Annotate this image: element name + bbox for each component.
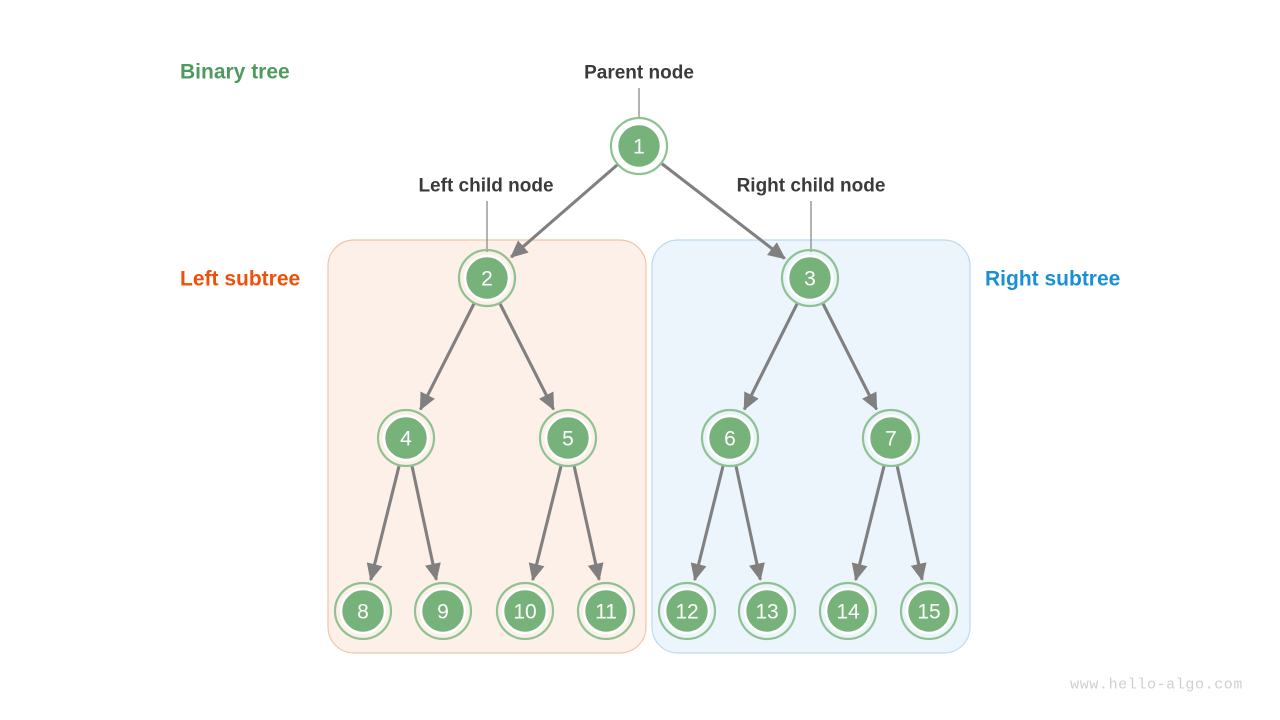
tree-node-10[interactable]: 10 — [495, 581, 555, 641]
tree-node-2[interactable]: 2 — [457, 248, 517, 308]
node-ring — [737, 581, 797, 641]
node-circle — [463, 254, 511, 302]
tree-node-8[interactable]: 8 — [333, 581, 393, 641]
node-value-label: 6 — [724, 428, 736, 451]
tree-edge-n4-n9 — [410, 466, 441, 581]
right-subtree-panel-label: Right subtree — [985, 268, 1120, 291]
node-circle — [339, 587, 387, 635]
tree-edge-n3-n6 — [742, 303, 799, 411]
node-value-label: 7 — [885, 428, 897, 451]
tree-node-4[interactable]: 4 — [376, 408, 436, 468]
node-ring — [609, 116, 669, 176]
node-ring — [861, 408, 921, 468]
node-ring — [376, 408, 436, 468]
node-circle — [867, 414, 915, 462]
node-value-label: 2 — [481, 268, 493, 291]
node-value-label: 8 — [357, 601, 369, 624]
node-circle — [501, 587, 549, 635]
tree-node-11[interactable]: 11 — [576, 581, 636, 641]
node-value-label: 12 — [675, 601, 698, 624]
node-value-label: 14 — [836, 601, 860, 624]
node-value-label: 5 — [562, 428, 574, 451]
tree-edge-n5-n11 — [572, 465, 604, 581]
tree-edge-n7-n14 — [851, 465, 886, 582]
tree-edge-n4-n8 — [366, 465, 401, 582]
left-child-node-annotation-text: Left child node — [418, 176, 553, 197]
node-value-label: 1 — [633, 136, 645, 159]
node-ring — [899, 581, 959, 641]
node-value-label: 9 — [437, 601, 449, 624]
node-ring — [538, 408, 598, 468]
node-circle — [615, 122, 663, 170]
node-value-label: 4 — [400, 428, 412, 451]
node-ring — [657, 581, 717, 641]
node-ring — [413, 581, 473, 641]
node-value-label: 11 — [595, 601, 617, 624]
tree-node-3[interactable]: 3 — [780, 248, 840, 308]
node-ring — [576, 581, 636, 641]
tree-edge-n6-n13 — [734, 466, 765, 581]
tree-edge-n2-n5 — [498, 303, 555, 411]
node-value-label: 3 — [804, 268, 816, 291]
parent-node-annotation-text: Parent node — [584, 63, 694, 84]
tree-edge-n1-n2 — [510, 163, 619, 259]
node-ring — [457, 248, 517, 308]
node-value-label: 13 — [755, 601, 778, 624]
node-circle — [419, 587, 467, 635]
tree-node-1[interactable]: 1 — [609, 116, 669, 176]
tree-node-9[interactable]: 9 — [413, 581, 473, 641]
node-value-label: 15 — [917, 601, 940, 624]
node-circle — [743, 587, 791, 635]
tree-edge-n3-n7 — [821, 303, 878, 411]
subtree-panels — [327, 239, 971, 654]
annotation-pointers — [486, 88, 812, 252]
tree-node-13[interactable]: 13 — [737, 581, 797, 641]
watermark-label: www.hello-algo.com — [1070, 677, 1243, 694]
right-child-node-annotation-text: Right child node — [737, 176, 886, 197]
tree-edge-n5-n10 — [528, 465, 563, 582]
node-ring — [700, 408, 760, 468]
tree-edge-n1-n3 — [661, 162, 786, 260]
tree-edge-n6-n12 — [690, 465, 725, 582]
tree-node-14[interactable]: 14 — [818, 581, 878, 641]
node-circle — [582, 587, 630, 635]
node-value-label: 10 — [513, 601, 536, 624]
tree-edge-n7-n15 — [895, 465, 927, 581]
node-ring — [495, 581, 555, 641]
node-circle — [786, 254, 834, 302]
tree-node-12[interactable]: 12 — [657, 581, 717, 641]
node-circle — [905, 587, 953, 635]
tree-node-15[interactable]: 15 — [899, 581, 959, 641]
tree-edge-n2-n4 — [419, 303, 476, 411]
node-ring — [818, 581, 878, 641]
node-ring — [333, 581, 393, 641]
node-circle — [544, 414, 592, 462]
tree-edges — [366, 162, 927, 582]
tree-node-7[interactable]: 7 — [861, 408, 921, 468]
node-circle — [382, 414, 430, 462]
tree-node-6[interactable]: 6 — [700, 408, 760, 468]
node-ring — [780, 248, 840, 308]
tree-node-5[interactable]: 5 — [538, 408, 598, 468]
left-subtree-panel-label: Left subtree — [180, 268, 300, 291]
node-circle — [824, 587, 872, 635]
node-circle — [663, 587, 711, 635]
diagram-labels: Binary tree www.hello-algo.com Left subt… — [180, 61, 1243, 694]
page-title: Binary tree — [180, 61, 290, 84]
node-circle — [706, 414, 754, 462]
